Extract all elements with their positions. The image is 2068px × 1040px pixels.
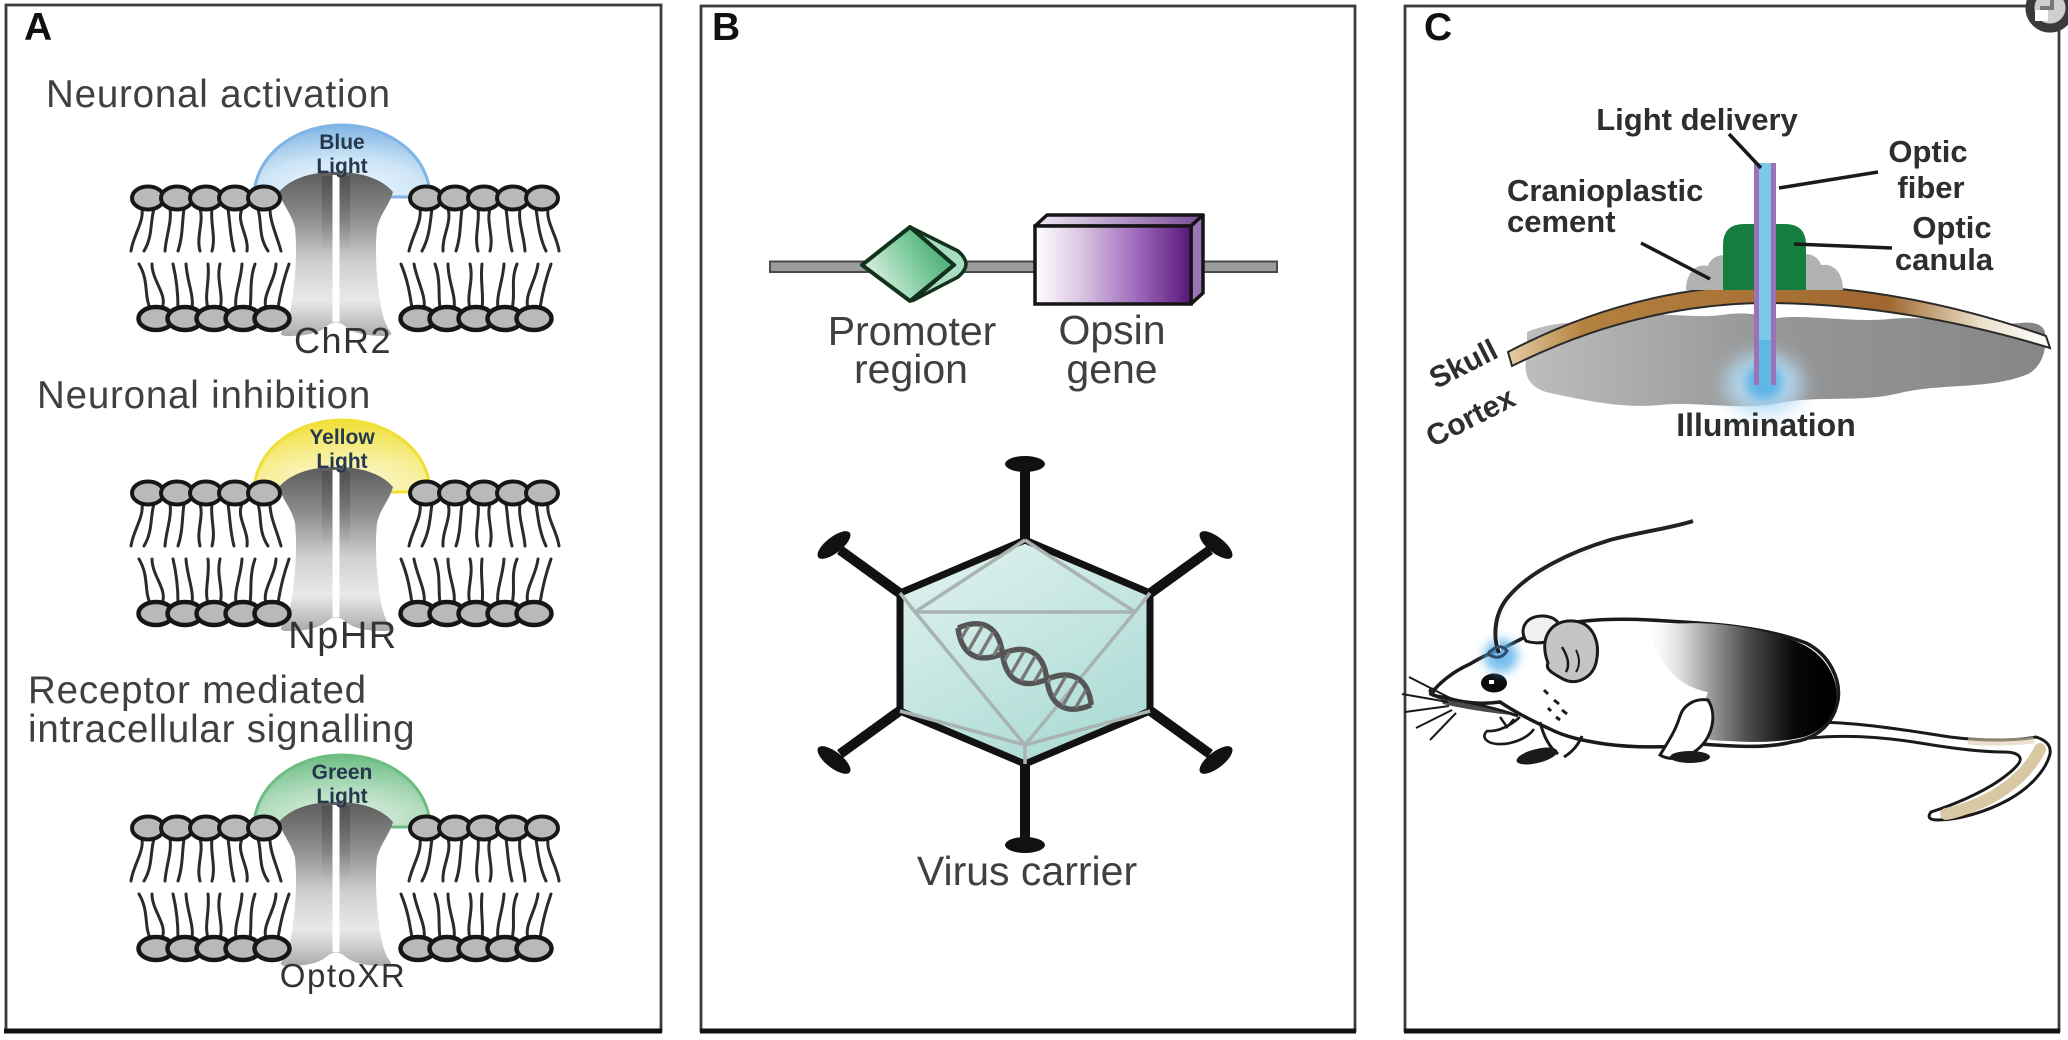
svg-text:Light: Light xyxy=(316,785,367,808)
svg-text:intracellular signalling: intracellular signalling xyxy=(28,708,415,751)
svg-text:cement: cement xyxy=(1507,204,1616,239)
svg-text:ChR2: ChR2 xyxy=(294,320,392,361)
svg-text:Light: Light xyxy=(316,450,367,473)
svg-text:Illumination: Illumination xyxy=(1676,407,1856,443)
svg-text:A: A xyxy=(24,6,52,49)
svg-text:Virus carrier: Virus carrier xyxy=(917,848,1137,894)
svg-text:Receptor mediated: Receptor mediated xyxy=(28,669,367,712)
svg-text:Light delivery: Light delivery xyxy=(1596,102,1798,137)
svg-text:B: B xyxy=(712,6,740,49)
svg-text:NpHR: NpHR xyxy=(288,615,397,657)
svg-text:Light: Light xyxy=(316,155,367,178)
svg-text:fiber: fiber xyxy=(1897,170,1964,205)
svg-text:Green: Green xyxy=(312,761,373,784)
svg-text:canula: canula xyxy=(1895,242,1994,277)
svg-text:Promoter: Promoter xyxy=(828,308,997,354)
svg-text:Yellow: Yellow xyxy=(309,426,375,449)
svg-text:Optic: Optic xyxy=(1888,134,1967,169)
svg-text:OptoXR: OptoXR xyxy=(280,957,406,994)
svg-text:Blue: Blue xyxy=(319,131,365,154)
svg-text:region: region xyxy=(854,346,968,392)
svg-text:Cranioplastic: Cranioplastic xyxy=(1507,173,1703,208)
svg-text:Neuronal inhibition: Neuronal inhibition xyxy=(37,374,371,417)
svg-text:Neuronal activation: Neuronal activation xyxy=(46,73,391,116)
svg-text:C: C xyxy=(1424,6,1452,49)
svg-text:gene: gene xyxy=(1066,346,1157,392)
svg-text:Opsin: Opsin xyxy=(1058,307,1165,353)
svg-text:Optic: Optic xyxy=(1912,210,1991,245)
